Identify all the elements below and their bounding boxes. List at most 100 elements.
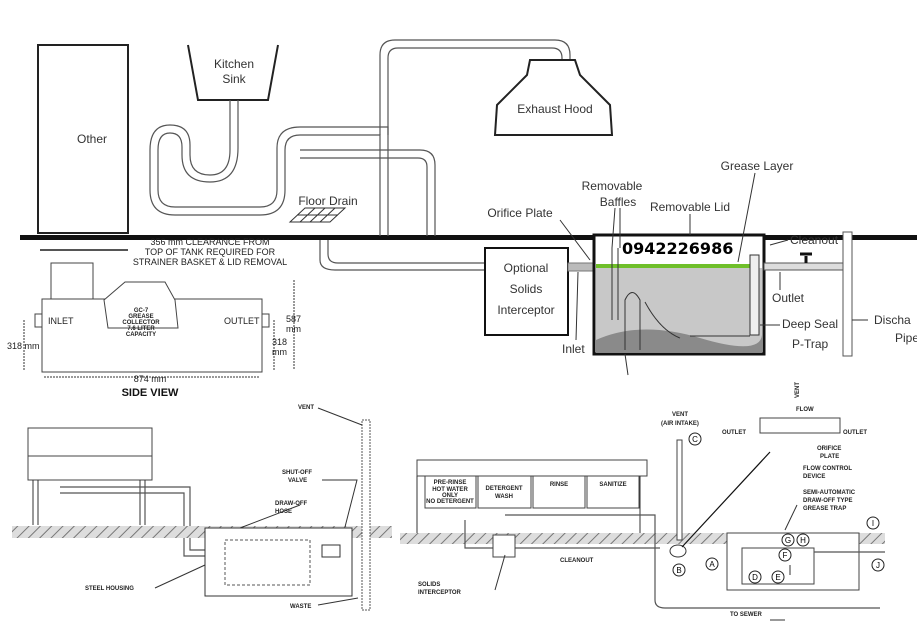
shutoff-label: SHUT-OFF [282,470,312,476]
baffles-label: Removable [582,179,643,193]
compartment-detergent [477,475,532,509]
outlet-right-label: OUTLET [843,430,867,436]
floor-drain-grate [288,207,347,223]
grease-trap-label: DRAW-OFF TYPE [803,498,853,504]
floor-line [20,235,917,240]
dim-left: 318 mm [7,341,40,351]
p-trap [749,254,760,336]
interceptor-label: Optional [504,261,549,275]
vent-pipe [361,419,371,611]
compartment-sanitize [586,475,640,509]
collector-label: GREASE [128,314,153,320]
side-view-title: SIDE VIEW [122,387,179,399]
interceptor-label: Solids [510,282,543,296]
pipe [149,100,381,236]
top-diagram: Other Kitchen Sink Exhaust Hood Floor Dr… [20,39,917,376]
cleanout-plug [800,252,812,263]
drawoff-label: HOSE [275,509,292,515]
marker-j: J [876,561,880,570]
flow-control-label: FLOW CONTROL [803,466,852,472]
clearance-note: STRAINER BASKET & LID REMOVAL [133,257,287,267]
marker-i: I [872,519,874,528]
hood-duct [387,47,563,135]
other-box [37,44,129,234]
shutoff-label: VALVE [288,478,307,484]
solids-label: INTERCEPTOR [418,590,462,596]
marker-e: E [775,573,780,582]
dimension-lines [23,280,295,378]
compartment-label: WASH [495,494,513,500]
collector-label: CAPACITY [126,332,156,338]
discharge-label: Pipe [895,331,917,345]
marker-b: B [676,566,681,575]
vent-top-label: VENT [795,382,801,398]
sink-drain [60,486,205,557]
solids-label: SOLIDS [418,582,440,588]
baffles [611,248,641,350]
compartment-label: NO DETERGENT [426,499,474,505]
kitchen-sink-label: Sink [222,72,246,86]
waste-label: WASTE [290,604,311,610]
compartment-label: RINSE [550,482,568,488]
hood-duct [379,39,571,135]
orifice-label: PLATE [820,454,839,460]
pipe [300,157,428,236]
air-intake-vent [676,439,683,541]
compartment-pre-rinse [424,475,477,509]
marker-h: H [800,536,806,545]
drain-pipe [319,240,485,271]
gc7-collector [103,281,179,329]
cleanout-label: Cleanout [790,233,839,247]
marker-g: G [785,536,791,545]
shutoff-valve [321,544,341,558]
other-label: Other [77,132,107,146]
kitchen-sink-label: Kitchen [214,57,254,71]
sink-legs [32,480,146,525]
collector-label: GC-7 [134,308,149,314]
interceptor-label: Interceptor [497,303,554,317]
grease-trap-label: SEMI-AUTOMATIC [803,490,856,496]
flow-control-label: DEVICE [803,474,825,480]
leader-lines [559,172,868,376]
outlet-pipe [763,262,845,271]
dim-total: mm [286,324,301,334]
vent-label: (AIR INTAKE) [661,421,699,427]
dim-total: 587 [286,314,301,324]
orifice-label: ORIFICE [817,446,841,452]
sink-table [416,459,648,477]
floor [400,533,885,544]
ptrap-label: Deep Seal [782,317,838,331]
leader-lines [154,407,363,606]
grease-trap-label: GREASE TRAP [803,506,846,512]
strainer-basket [50,262,94,300]
steel-housing-label: STEEL HOUSING [85,586,134,592]
side-view-diagram: 356 mm CLEARANCE FROM TOP OF TANK REQUIR… [7,237,308,399]
detail-arrow [681,451,771,548]
compartment-label: ONLY [442,493,458,499]
clearance-note: 356 mm CLEARANCE FROM [150,237,269,247]
clearance-note: TOP OF TANK REQUIRED FOR [145,247,276,257]
dim-right: 318 [272,337,287,347]
exhaust-hood-label: Exhaust Hood [517,102,592,116]
compartment-label: HOT WATER [432,487,468,493]
grease-layer-label: Grease Layer [721,159,794,173]
compartment-label: SANITIZE [599,482,626,488]
removable-lid-label: Removable Lid [650,200,730,214]
sediment [596,329,762,352]
compartment-rinse [532,475,586,509]
drawoff-label: DRAW-OFF [275,501,308,507]
outlet-left-label: OUTLET [722,430,746,436]
bottom-right-diagram: PRE-RINSE HOT WATER ONLY NO DETERGENT DE… [400,382,885,621]
sink [27,427,153,457]
baffles-label: Baffles [600,195,636,209]
marker-a: A [709,560,715,569]
orifice-plate-label: Orifice Plate [487,206,553,220]
pipe [157,100,389,236]
marker-circles: A B C D E F G H I J [672,432,885,584]
outlet-label: OUTLET [224,316,260,326]
vent-label: VENT [672,412,688,418]
dim-right: mm [272,347,287,357]
compartment-label: DETERGENT [485,486,522,492]
vent-label: VENT [298,405,314,411]
kitchen-sink [187,44,279,101]
